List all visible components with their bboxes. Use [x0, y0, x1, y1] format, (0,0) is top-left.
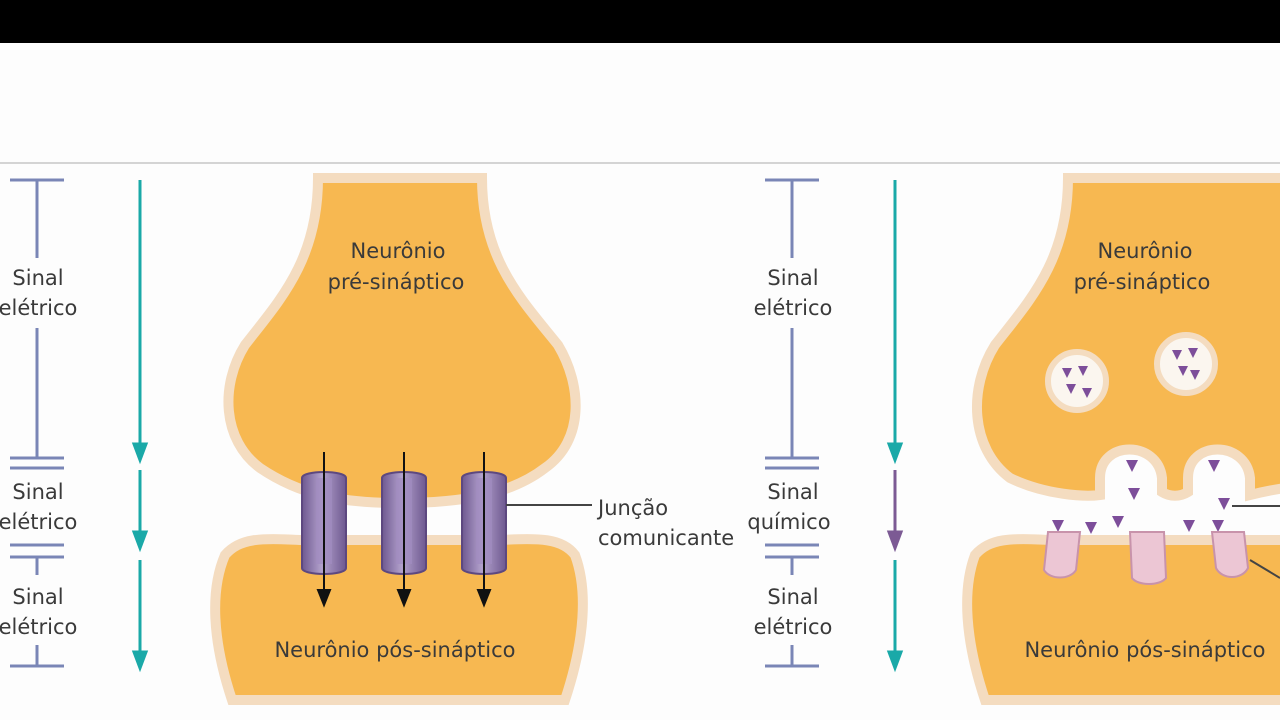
current-arrow — [316, 452, 332, 608]
right-panel-chemical-synapse: Neurônio pré-sináptico Neurônio pós-siná… — [747, 173, 1280, 705]
receptor-leader-line — [1249, 559, 1280, 579]
right-chemical-signal-arrow — [886, 470, 904, 553]
right-signal-bot-line2: elétrico — [754, 615, 833, 639]
left-presynaptic-neuron — [223, 173, 581, 509]
postsynaptic-receptor — [1042, 531, 1082, 579]
top-divider-line — [0, 162, 1280, 164]
left-electric-signal-arrow — [131, 180, 149, 465]
left-signal-bot-line2: elétrico — [0, 615, 77, 639]
gap-junction-label-line2: comunicante — [598, 526, 734, 550]
synaptic-vesicle — [1045, 349, 1109, 413]
top-black-bar — [0, 0, 1280, 43]
right-signal-mid-line1: Sinal — [767, 480, 818, 504]
postsynaptic-receptor — [1128, 531, 1168, 585]
right-post-neuron-label: Neurônio pós-sináptico — [1024, 638, 1265, 662]
right-signal-bracket-scale — [765, 178, 819, 668]
right-signal-top-line2: elétrico — [754, 296, 833, 320]
left-panel-electrical-synapse: Neurônio pré-sináptico Neurônio pós-siná… — [0, 173, 734, 705]
right-signal-top-line1: Sinal — [767, 266, 818, 290]
left-pre-neuron-label-line2: pré-sináptico — [328, 270, 465, 294]
right-electric-signal-arrow — [886, 180, 904, 465]
left-signal-bot-line1: Sinal — [12, 585, 63, 609]
left-pre-neuron-label-line1: Neurônio — [351, 239, 446, 263]
left-signal-mid-line2: elétrico — [0, 510, 77, 534]
current-arrow — [396, 452, 412, 608]
right-presynaptic-neuron — [972, 173, 1280, 502]
right-pre-neuron-label-line2: pré-sináptico — [1074, 270, 1211, 294]
neurotransmitter-molecules — [1052, 460, 1230, 534]
right-postsynaptic-neuron — [962, 534, 1280, 705]
left-signal-top-line2: elétrico — [0, 296, 77, 320]
left-post-neuron-label: Neurônio pós-sináptico — [274, 638, 515, 662]
left-signal-mid-line1: Sinal — [12, 480, 63, 504]
right-electric-signal-arrow — [886, 560, 904, 673]
left-signal-top-line1: Sinal — [12, 266, 63, 290]
current-arrow — [476, 452, 492, 608]
right-pre-neuron-label-line1: Neurônio — [1098, 239, 1193, 263]
right-signal-mid-line2: químico — [747, 510, 830, 534]
gap-junction-label-line1: Junção — [596, 496, 668, 520]
left-signal-bracket-scale — [10, 178, 64, 668]
postsynaptic-receptor — [1210, 531, 1250, 578]
right-signal-bot-line1: Sinal — [767, 585, 818, 609]
synaptic-vesicle — [1154, 332, 1218, 396]
left-electric-signal-arrow — [131, 470, 149, 553]
left-electric-signal-arrow — [131, 560, 149, 673]
